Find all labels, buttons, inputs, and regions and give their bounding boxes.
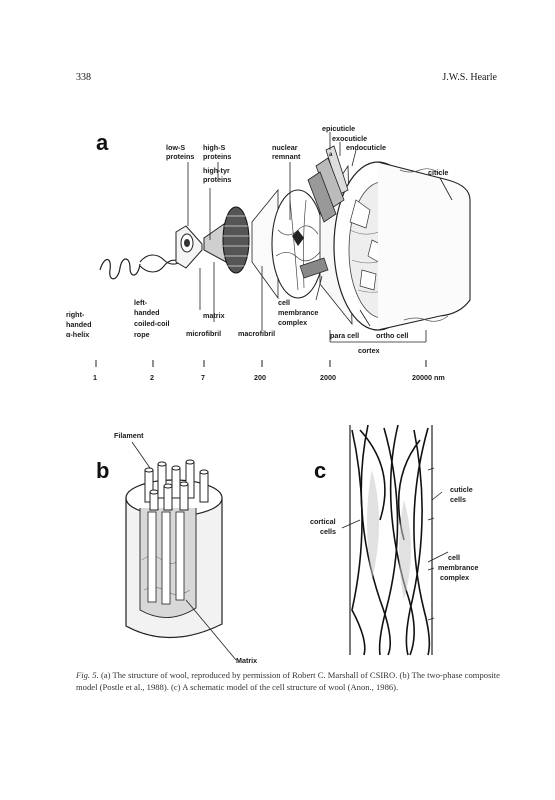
inner-rods bbox=[147, 511, 185, 605]
label-cuticle-cells-2: cells bbox=[450, 495, 466, 504]
panel-c: c cuticle cells bbox=[310, 424, 478, 656]
page-number: 338 bbox=[76, 72, 91, 83]
label-cmc-3: complex bbox=[278, 318, 307, 327]
panel-a-letter: a bbox=[96, 130, 109, 155]
label-cmc-c-1: cell bbox=[448, 553, 460, 562]
caption-text: (a) The structure of wool, reproduced by… bbox=[76, 670, 500, 692]
label-ortho-cell: ortho cell bbox=[376, 331, 408, 340]
panel-c-leaders bbox=[341, 491, 449, 563]
label-cortical-cells-2: cells bbox=[320, 527, 336, 536]
label-left-coil-2: handed bbox=[134, 308, 160, 317]
alpha-helix bbox=[99, 258, 141, 280]
label-exocuticle: exocuticle bbox=[332, 134, 367, 143]
scale-label-5: 2000 bbox=[320, 373, 336, 382]
label-left-coil-3: coiled-coil bbox=[134, 319, 170, 328]
label-microfibril: microfibril bbox=[186, 329, 221, 338]
label-high-s-2: proteins bbox=[203, 152, 231, 161]
caption-prefix: Fig. 5. bbox=[76, 670, 99, 680]
fibre-body bbox=[377, 161, 471, 331]
label-endocuticle: endocuticle bbox=[346, 143, 386, 152]
label-nuclear-2: remnant bbox=[272, 152, 301, 161]
label-high-tyr-2: proteins bbox=[203, 175, 231, 184]
panel-a: a bbox=[66, 124, 471, 382]
label-left-coil-4: rope bbox=[134, 330, 150, 339]
label-cortex: cortex bbox=[358, 346, 380, 355]
label-high-tyr-1: high-tyr bbox=[203, 166, 230, 175]
cmc-flap bbox=[299, 257, 329, 279]
scale-label-1: 1 bbox=[93, 373, 97, 382]
fibre-scales bbox=[399, 168, 449, 322]
scale-label-2: 2 bbox=[150, 373, 154, 382]
label-low-s-1: low-S bbox=[166, 143, 185, 152]
label-epicuticle: epicuticle bbox=[322, 124, 355, 133]
running-head-author: J.W.S. Hearle bbox=[442, 72, 497, 83]
scale-ticks bbox=[95, 360, 427, 367]
label-left-coil-1: left- bbox=[134, 298, 148, 307]
panel-c-letter: c bbox=[314, 458, 326, 483]
microfibril-shape bbox=[175, 225, 203, 269]
panel-b-letter: b bbox=[96, 458, 109, 483]
label-cmc-1: cell bbox=[278, 298, 290, 307]
filament-rods bbox=[144, 459, 209, 511]
matrix-leader bbox=[185, 599, 237, 660]
wool-structure-figure: a bbox=[66, 124, 478, 660]
cuticle-scale-ticks bbox=[427, 467, 435, 621]
scale-label-3: 7 bbox=[201, 373, 205, 382]
label-filament: Filament bbox=[114, 431, 144, 440]
cell-cone bbox=[251, 188, 279, 300]
label-right-helix-3: α-helix bbox=[66, 330, 89, 339]
cortical-cell-spindles bbox=[351, 424, 431, 656]
label-cmc-2: membrance bbox=[278, 308, 318, 317]
page-header: 338 J.W.S. Hearle bbox=[76, 72, 497, 86]
label-matrix-b: Matrix bbox=[236, 656, 258, 665]
label-right-helix-2: handed bbox=[66, 320, 92, 329]
label-nuclear-1: nuclear bbox=[272, 143, 298, 152]
panel-b: b Filament bbox=[96, 431, 237, 660]
label-cmc-c-2: membrance bbox=[438, 563, 478, 572]
macrofibril-disk bbox=[222, 206, 250, 274]
scale-label-4: 200 bbox=[254, 373, 266, 382]
cell-shading bbox=[367, 470, 411, 600]
label-high-s-1: high-S bbox=[203, 143, 226, 152]
panel-a-leaders bbox=[187, 132, 453, 343]
label-cuticle-cells-1: cuticle bbox=[450, 485, 473, 494]
label-cmc-c-3: complex bbox=[440, 573, 469, 582]
label-cortical-cells-1: cortical bbox=[310, 517, 336, 526]
label-matrix: matrix bbox=[203, 311, 225, 320]
cuticle-layers bbox=[307, 145, 349, 223]
label-para-cell: para cell bbox=[330, 331, 359, 340]
label-cuticle: citicle bbox=[428, 168, 448, 177]
label-small-a: a bbox=[329, 152, 333, 158]
label-low-s-2: proteins bbox=[166, 152, 194, 161]
scale-label-6: 20000 nm bbox=[412, 373, 445, 382]
figure-caption: Fig. 5. (a) The structure of wool, repro… bbox=[76, 670, 500, 693]
cortical-cell-disk bbox=[271, 189, 325, 299]
label-macrofibril: macrofibril bbox=[238, 329, 275, 338]
label-right-helix-1: right- bbox=[66, 310, 85, 319]
